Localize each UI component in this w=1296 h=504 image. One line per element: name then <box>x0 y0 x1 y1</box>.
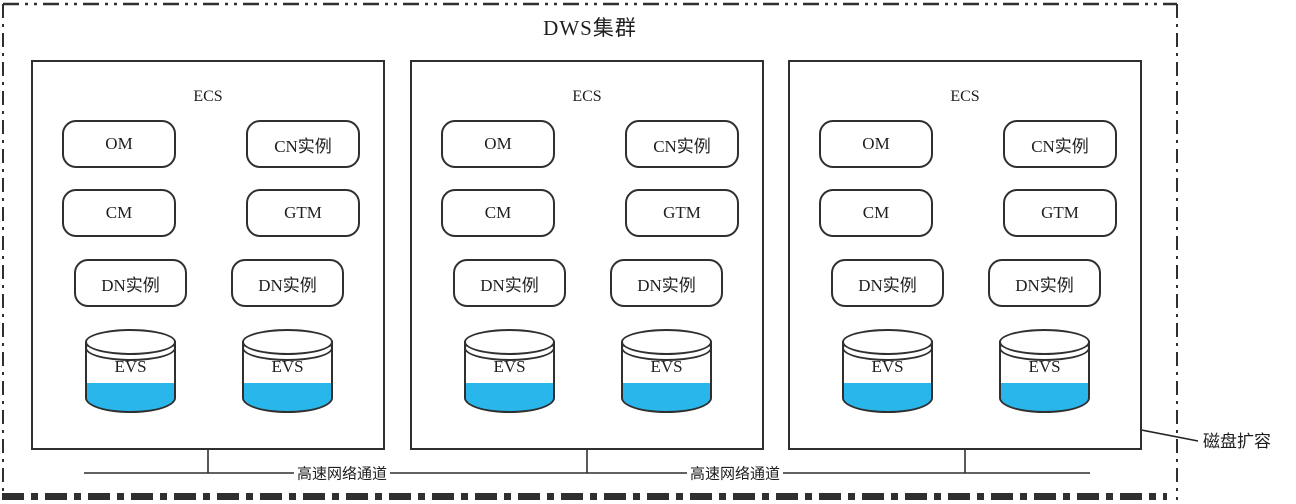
cylinder-top <box>85 329 176 355</box>
cm-node: CM <box>441 189 555 237</box>
cylinder-top <box>621 329 712 355</box>
evs-cylinder-icon: EVS <box>85 329 176 413</box>
cm-node: CM <box>62 189 176 237</box>
cylinder-top <box>464 329 555 355</box>
evs-label: EVS <box>114 357 147 376</box>
gtm-node: GTM <box>246 189 360 237</box>
cm-node-label: CM <box>105 203 133 222</box>
cylinder-top <box>842 329 933 355</box>
gtm-node-label: GTM <box>1041 203 1079 222</box>
dn-node-label: DN实例 <box>637 275 696 295</box>
gtm-node-label: GTM <box>663 203 701 222</box>
dn-instance-node-left: DN实例 <box>831 259 944 307</box>
cn-instance-node: CN实例 <box>1003 120 1117 168</box>
evs-label: EVS <box>271 357 304 376</box>
ecs-label: ECS <box>950 88 980 105</box>
cn-node-label: CN实例 <box>1031 136 1089 156</box>
dn-instance-node-left: DN实例 <box>453 259 566 307</box>
om-node: OM <box>441 120 555 168</box>
om-node-label: OM <box>484 134 512 153</box>
network-bus <box>84 450 1090 474</box>
cylinder-top <box>242 329 333 355</box>
dn-instance-node-right: DN实例 <box>231 259 344 307</box>
ecs-box-3: ECS OM CN实例 CM GTM DN实例 DN实例 EVS EVS <box>788 60 1142 450</box>
cn-instance-node: CN实例 <box>625 120 739 168</box>
om-node-label: OM <box>862 134 890 153</box>
om-node: OM <box>819 120 933 168</box>
dn-node-label: DN实例 <box>258 275 317 295</box>
gtm-node: GTM <box>1003 189 1117 237</box>
ecs-label: ECS <box>193 88 223 105</box>
ecs-box-1: ECS OM CN实例 CM GTM DN实例 DN实例 EVS EVS <box>31 60 385 450</box>
cm-node-label: CM <box>484 203 512 222</box>
evs-label: EVS <box>1028 357 1061 376</box>
cn-node-label: CN实例 <box>653 136 711 156</box>
om-node-label: OM <box>105 134 133 153</box>
dn-node-label: DN实例 <box>858 275 917 295</box>
dn-instance-node-right: DN实例 <box>610 259 723 307</box>
dn-node-label: DN实例 <box>1015 275 1074 295</box>
evs-cylinder-icon: EVS <box>621 329 712 413</box>
dn-node-label: DN实例 <box>480 275 539 295</box>
cn-node-label: CN实例 <box>274 136 332 156</box>
network-channel-label-2: 高速网络通道 <box>686 462 784 484</box>
cylinder-top <box>999 329 1090 355</box>
cn-instance-node: CN实例 <box>246 120 360 168</box>
evs-label: EVS <box>650 357 683 376</box>
om-node: OM <box>62 120 176 168</box>
diagram-title: DWS集群 <box>543 16 637 40</box>
dn-node-label: DN实例 <box>101 275 160 295</box>
evs-label: EVS <box>871 357 904 376</box>
dn-instance-node-left: DN实例 <box>74 259 187 307</box>
ecs-box-2: ECS OM CN实例 CM GTM DN实例 DN实例 EVS EVS <box>410 60 764 450</box>
evs-label: EVS <box>493 357 526 376</box>
cm-node-label: CM <box>862 203 890 222</box>
gtm-node: GTM <box>625 189 739 237</box>
dn-instance-node-right: DN实例 <box>988 259 1101 307</box>
evs-cylinder-icon: EVS <box>999 329 1090 413</box>
evs-cylinder-icon: EVS <box>842 329 933 413</box>
disk-expansion-annotation: 磁盘扩容 <box>1203 432 1271 451</box>
evs-cylinder-icon: EVS <box>242 329 333 413</box>
network-channel-label-1: 高速网络通道 <box>293 462 391 484</box>
outer-dashed-border <box>2 2 1178 500</box>
cm-node: CM <box>819 189 933 237</box>
ecs-label: ECS <box>572 88 602 105</box>
evs-cylinder-icon: EVS <box>464 329 555 413</box>
gtm-node-label: GTM <box>284 203 322 222</box>
